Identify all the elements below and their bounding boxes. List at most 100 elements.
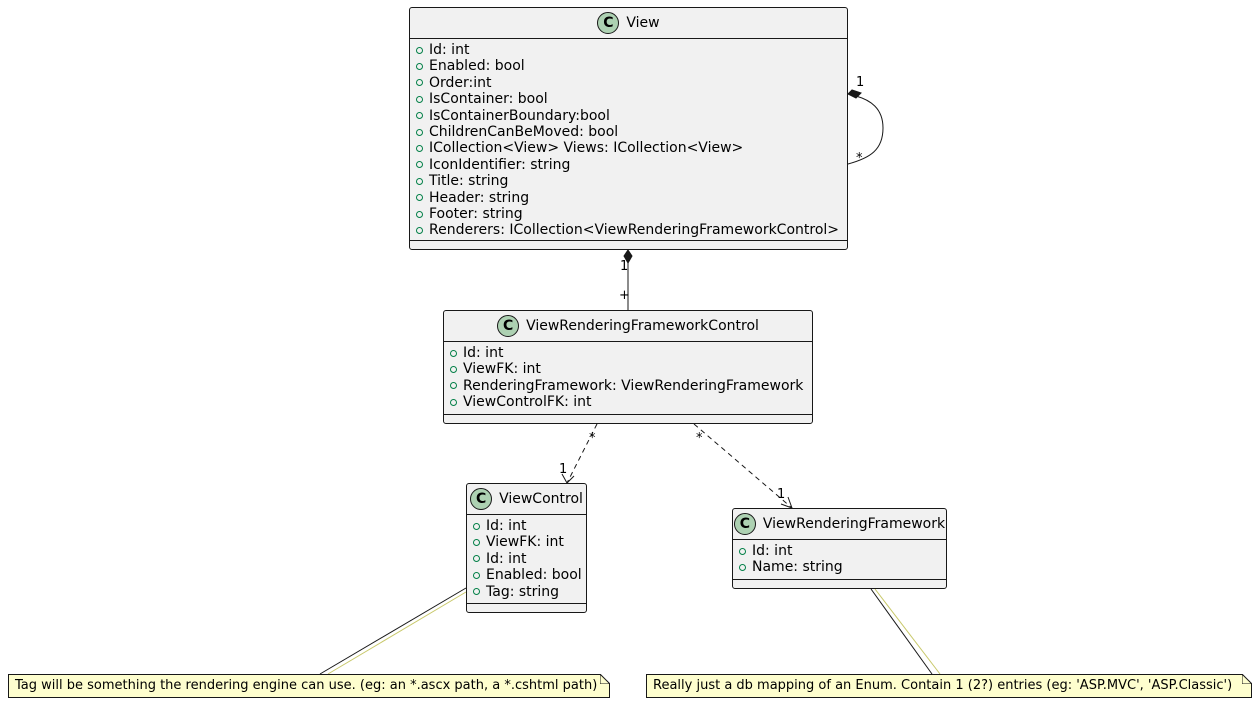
- view-vrfc-source-multiplicity: 1: [620, 259, 629, 274]
- attribute-row: Id: int: [473, 551, 586, 567]
- attribute-row: IsContainerBoundary:bool: [416, 108, 847, 124]
- public-visibility-icon: [450, 382, 457, 390]
- attribute-text: Id: int: [486, 550, 527, 567]
- attribute-text: Id: int: [429, 42, 470, 58]
- attribute-row: IsContainer: bool: [416, 91, 847, 107]
- attribute-row: Id: int: [450, 345, 812, 361]
- public-visibility-icon: [473, 539, 480, 547]
- attribute-text: Header: string: [429, 189, 530, 206]
- public-visibility-icon: [473, 555, 480, 563]
- class-stereotype-icon: C: [597, 12, 620, 34]
- vrf-note-connector: [870, 588, 933, 675]
- public-visibility-icon: [416, 177, 423, 185]
- viewcontrol-class-header: C ViewControl: [467, 484, 586, 515]
- attribute-row: Renderers: ICollection<ViewRenderingFram…: [416, 222, 847, 238]
- public-visibility-icon: [416, 226, 423, 234]
- attribute-row: Footer: string: [416, 206, 847, 222]
- attribute-text: ChildrenCanBeMoved: bool: [429, 123, 619, 140]
- attribute-row: Title: string: [416, 173, 847, 189]
- view-class-box: C View Id: int Enabled: bool Order:int I…: [409, 7, 848, 250]
- attribute-text: Id: int: [486, 518, 527, 534]
- vrf-method-compartment: [733, 579, 946, 588]
- viewcontrol-class-name: ViewControl: [499, 491, 583, 507]
- vrf-note-connector-shade: [874, 588, 941, 675]
- attribute-text: Id: int: [463, 345, 504, 361]
- vrf-note-text: Really just a db mapping of an Enum. Con…: [653, 678, 1233, 693]
- public-visibility-icon: [416, 194, 423, 202]
- vrfc-vrf-target-multiplicity: 1: [777, 487, 786, 502]
- vrfc-attribute-list: Id: int ViewFK: int RenderingFramework: …: [444, 342, 812, 413]
- vrfc-viewcontrol-dashed-line: [566, 423, 598, 484]
- vrf-class-header: C ViewRenderingFramework: [733, 509, 946, 540]
- public-visibility-icon: [416, 210, 423, 218]
- attribute-text: IsContainer: bool: [429, 91, 548, 108]
- public-visibility-icon: [416, 95, 423, 103]
- view-vrfc-diamond: [623, 249, 633, 265]
- attribute-row: Name: string: [739, 559, 946, 575]
- attribute-row: Id: int: [416, 42, 847, 58]
- viewcontrol-note: Tag will be something the rendering engi…: [8, 674, 610, 698]
- viewcontrol-attribute-list: Id: int ViewFK: int Id: int Enabled: boo…: [467, 515, 586, 602]
- view-class-name: View: [626, 15, 660, 31]
- attribute-row: Header: string: [416, 190, 847, 206]
- public-visibility-icon: [416, 46, 423, 54]
- note-fold-corner: [1242, 674, 1252, 684]
- vrfc-vrf-source-multiplicity: *: [696, 431, 703, 446]
- vrf-class-name: ViewRenderingFramework: [762, 516, 946, 532]
- attribute-row: Enabled: bool: [473, 567, 586, 583]
- vrf-note: Really just a db mapping of an Enum. Con…: [646, 674, 1252, 698]
- vrfc-class-header: C ViewRenderingFrameworkControl: [444, 311, 812, 342]
- attribute-text: ViewFK: int: [463, 361, 541, 378]
- view-vrfc-target-multiplicity: +: [619, 288, 630, 303]
- attribute-text: Name: string: [752, 559, 843, 576]
- attribute-text: ViewControlFK: int: [463, 394, 592, 411]
- attribute-text: ViewFK: int: [486, 534, 564, 551]
- attribute-row: ViewControlFK: int: [450, 394, 812, 410]
- vrfc-method-compartment: [444, 414, 812, 423]
- attribute-text: RenderingFramework: ViewRenderingFramewo…: [463, 377, 804, 394]
- public-visibility-icon: [739, 547, 746, 555]
- attribute-row: Enabled: bool: [416, 58, 847, 74]
- self-source-multiplicity: 1: [856, 75, 865, 90]
- class-stereotype-icon: C: [470, 488, 493, 510]
- attribute-text: IconIdentifier: string: [429, 156, 571, 173]
- public-visibility-icon: [416, 63, 423, 71]
- attribute-text: Footer: string: [429, 205, 523, 222]
- public-visibility-icon: [473, 588, 480, 596]
- public-visibility-icon: [416, 161, 423, 169]
- vrfc-class-box: C ViewRenderingFrameworkControl Id: int …: [443, 310, 813, 424]
- public-visibility-icon: [473, 522, 480, 530]
- attribute-row: Order:int: [416, 75, 847, 91]
- vrfc-viewcontrol-source-multiplicity: *: [589, 431, 596, 446]
- attribute-row: ChildrenCanBeMoved: bool: [416, 124, 847, 140]
- view-class-header: C View: [410, 8, 847, 39]
- public-visibility-icon: [450, 366, 457, 374]
- note-fold-corner: [600, 674, 610, 684]
- viewcontrol-note-connector: [319, 587, 467, 675]
- attribute-text: Order:int: [429, 74, 492, 91]
- self-composition-line: [847, 95, 884, 165]
- attribute-text: Enabled: bool: [486, 567, 582, 584]
- attribute-row: Tag: string: [473, 584, 586, 600]
- public-visibility-icon: [416, 79, 423, 87]
- vrf-attribute-list: Id: int Name: string: [733, 540, 946, 578]
- public-visibility-icon: [473, 571, 480, 579]
- attribute-row: ViewFK: int: [450, 361, 812, 377]
- class-stereotype-icon: C: [497, 315, 520, 337]
- attribute-text: ICollection<View> Views: ICollection<Vie…: [429, 140, 744, 157]
- vrfc-vrf-dashed-line: [693, 423, 793, 509]
- view-attribute-list: Id: int Enabled: bool Order:int IsContai…: [410, 39, 847, 241]
- attribute-text: Tag: string: [486, 583, 560, 600]
- viewcontrol-note-text: Tag will be something the rendering engi…: [15, 678, 598, 693]
- attribute-text: IsContainerBoundary:bool: [429, 107, 610, 124]
- attribute-row: ICollection<View> Views: ICollection<Vie…: [416, 140, 847, 156]
- view-method-compartment: [410, 240, 847, 249]
- viewcontrol-class-box: C ViewControl Id: int ViewFK: int Id: in…: [466, 483, 587, 613]
- public-visibility-icon: [450, 398, 457, 406]
- attribute-row: RenderingFramework: ViewRenderingFramewo…: [450, 378, 812, 394]
- attribute-text: Id: int: [752, 543, 793, 559]
- self-target-multiplicity: *: [856, 151, 863, 166]
- attribute-row: Id: int: [473, 518, 586, 534]
- class-stereotype-icon: C: [733, 513, 756, 535]
